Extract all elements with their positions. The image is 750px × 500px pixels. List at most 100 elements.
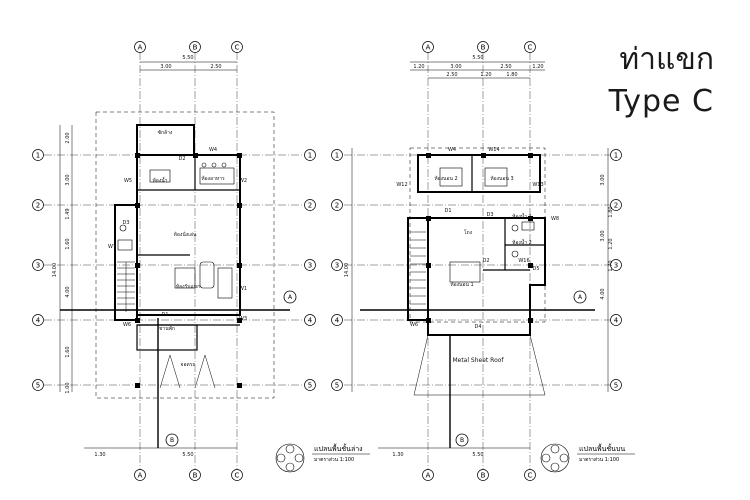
tag-right-d2: D2 <box>482 258 489 264</box>
svg-text:1: 1 <box>308 152 312 160</box>
svg-text:2: 2 <box>36 202 40 210</box>
dim-side-seg-1-left: 2.00 <box>65 132 71 143</box>
grid-bubble-left-right-3: 3 <box>304 259 316 271</box>
room-parking: จอดรถ <box>181 362 196 368</box>
dim-side-seg-2-left: 3.00 <box>65 174 71 185</box>
dim-bottom-total-left: 5.50 <box>182 452 193 458</box>
dim-side-total-right: 14.00 <box>344 263 350 277</box>
grid-bubble-right-bottom-C: C <box>524 469 536 481</box>
dim-top-seg-3-right: 2.50 <box>500 64 511 70</box>
grid-bubble-right-right-4: 4 <box>610 314 622 326</box>
roof-label: Metal Sheet Roof <box>452 357 504 364</box>
grid-bubble-left-side-3: 3 <box>32 259 44 271</box>
grid-bubble-left-top-C: C <box>231 41 243 53</box>
room-hall: โถง <box>464 229 473 236</box>
dim-bottom-left-left: 1.30 <box>94 452 105 458</box>
svg-text:4: 4 <box>614 317 619 325</box>
grid-bubble-right-right-1: 1 <box>610 149 622 161</box>
dim-side-seg-2-right: 3.00 <box>600 230 606 241</box>
dim-top-total-right: 5.50 <box>472 55 483 61</box>
dim-top-seg-2-right: 3.00 <box>450 64 461 70</box>
tag-right-w13: W13 <box>532 182 543 188</box>
tag-right-w4: W4 <box>448 147 456 153</box>
room-living: ห้องนั่งเล่น <box>174 231 197 238</box>
dim-top-seg-2-left: 2.50 <box>210 64 221 70</box>
svg-text:5: 5 <box>308 382 312 390</box>
grid-bubble-right-top-A: A <box>422 41 434 53</box>
dim-bottom-total-right: 5.50 <box>472 452 483 458</box>
grid-bubble-left-right-1: 1 <box>304 149 316 161</box>
tag-left-w3: W3 <box>239 316 247 322</box>
grid-bubble-right-side-5: 5 <box>331 379 343 391</box>
svg-text:4: 4 <box>335 317 340 325</box>
dim-side-total-left: 14.00 <box>52 263 58 277</box>
title-type: Type C <box>608 84 714 119</box>
tag-left-w1: W1 <box>239 286 247 292</box>
tag-right-w6: W6 <box>410 322 418 328</box>
svg-text:B: B <box>481 44 486 52</box>
tag-left-w5: W5 <box>124 178 132 184</box>
right-plan-caption: แปลนพื้นชั้นบน <box>579 442 625 453</box>
tag-left-d1: D1 <box>161 312 168 318</box>
grid-bubble-right-side-2: 2 <box>331 199 343 211</box>
dim-side-seg-4-right: 1.80 <box>608 206 614 217</box>
dim-top-sub-3-right: 1.80 <box>506 72 517 78</box>
svg-text:A: A <box>138 472 143 480</box>
svg-text:C: C <box>528 472 533 480</box>
tag-left-d3: D3 <box>122 220 129 226</box>
grid-bubble-left-top-B: B <box>189 41 201 53</box>
svg-text:2: 2 <box>614 202 618 210</box>
tag-left-w7: W7 <box>108 244 116 250</box>
tag-left-w6: W6 <box>123 322 131 328</box>
right-plan-caption-block: แปลนพื้นชั้นบน มาตราส่วน 1:100 <box>540 442 635 473</box>
svg-text:3: 3 <box>36 262 40 270</box>
grid-bubble-right-side-3: 3 <box>331 259 343 271</box>
dim-side-seg-1-right: 3.00 <box>600 174 606 185</box>
room-bath2: ห้องน้ำ 2 <box>512 237 532 246</box>
right-plan-scale: มาตราส่วน 1:100 <box>579 457 619 463</box>
svg-text:C: C <box>528 44 533 52</box>
svg-text:A: A <box>426 44 431 52</box>
grid-bubble-left-right-5: 5 <box>304 379 316 391</box>
dim-top-sub-1-right: 2.50 <box>446 72 457 78</box>
room-bed1: ห้องนอน 1 <box>450 281 473 288</box>
dim-top-seg-1-left: 3.00 <box>160 64 171 70</box>
svg-text:1: 1 <box>335 152 339 160</box>
grid-bubble-right-side-4: 4 <box>331 314 343 326</box>
tag-right-w12: W12 <box>396 182 407 188</box>
grid-bubble-right-right-2: 2 <box>610 199 622 211</box>
room-bath-left: ห้องน้ำ <box>153 175 168 184</box>
dim-side-seg-5-left: 4.00 <box>65 286 71 297</box>
section-marker-a-right: A <box>578 294 583 301</box>
tag-right-d4: D4 <box>474 324 481 330</box>
tag-right-w14: W14 <box>488 147 499 153</box>
svg-text:3: 3 <box>614 262 618 270</box>
section-marker-b-left: B <box>170 437 174 444</box>
left-plan-caption: แปลนพื้นชั้นล่าง <box>314 442 363 453</box>
room-bed3: ห้องนอน 3 <box>490 175 513 182</box>
title-thai: ท่าแขก <box>619 42 714 77</box>
svg-text:1: 1 <box>614 152 618 160</box>
tag-right-d5: D5 <box>532 266 539 272</box>
svg-text:B: B <box>193 44 198 52</box>
grid-bubble-right-right-3: 3 <box>610 259 622 271</box>
svg-text:1: 1 <box>36 152 40 160</box>
grid-bubble-left-bottom-B: B <box>189 469 201 481</box>
dim-bottom-left-right: 1.30 <box>392 452 403 458</box>
room-bath1: ห้องน้ำ 1 <box>512 211 532 220</box>
grid-bubble-right-right-5: 5 <box>610 379 622 391</box>
dim-side-seg-3-left: 1.49 <box>65 208 71 219</box>
svg-text:5: 5 <box>335 382 339 390</box>
room-laundry: ซักล้าง <box>158 129 173 136</box>
svg-text:4: 4 <box>36 317 41 325</box>
grid-bubble-left-right-2: 2 <box>304 199 316 211</box>
grid-bubble-left-side-5: 5 <box>32 379 44 391</box>
section-marker-b-right: B <box>460 437 464 444</box>
tag-left-w2: W2 <box>239 178 247 184</box>
dim-top-total-left: 5.50 <box>182 55 193 61</box>
grid-bubble-right-top-B: B <box>477 41 489 53</box>
svg-text:4: 4 <box>308 317 313 325</box>
svg-text:C: C <box>235 472 240 480</box>
svg-text:5: 5 <box>614 382 618 390</box>
